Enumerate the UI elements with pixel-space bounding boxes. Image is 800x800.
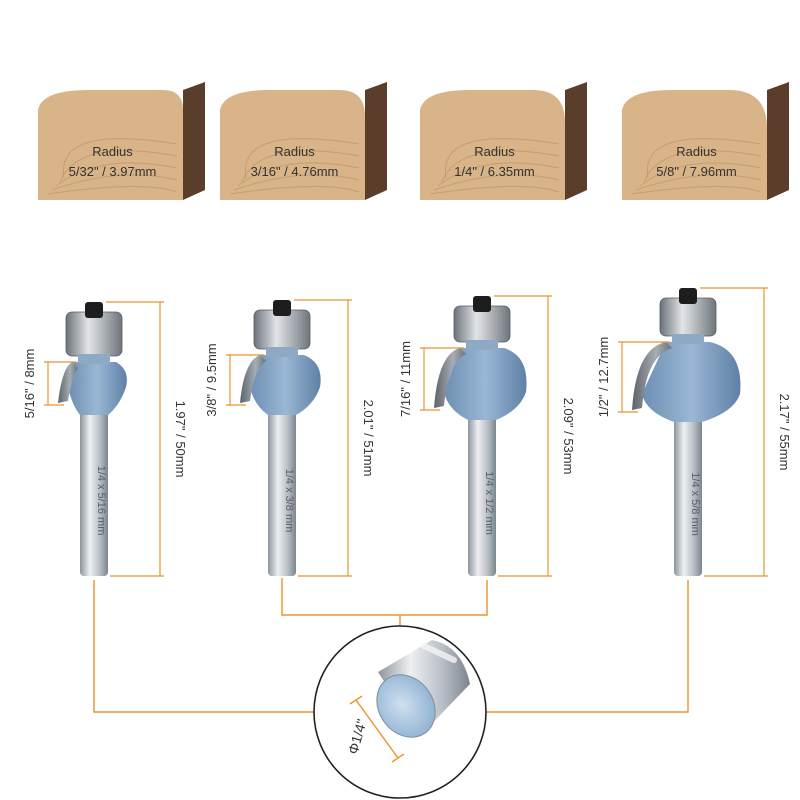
wood-grain-line bbox=[244, 138, 360, 179]
wood-sample-3: Radius 1/4" / 6.35mm bbox=[420, 82, 587, 200]
bit-cutter-body bbox=[444, 348, 527, 420]
wood-sample-side bbox=[183, 82, 205, 200]
wood-grain-line bbox=[643, 150, 762, 183]
wood-sample-side bbox=[365, 82, 387, 200]
bit-collar bbox=[466, 340, 498, 350]
wood-grain-line bbox=[55, 162, 178, 187]
router-bit-3: 1/4 x 1/2 mm 7/16" / 11mm 2.09" / 53mm bbox=[398, 295, 576, 577]
cut-height-label: 1/2" / 12.7mm bbox=[596, 337, 611, 417]
wood-grain-line bbox=[47, 186, 178, 195]
wood-grain-line bbox=[51, 174, 178, 191]
sample-radius-value: 3/16" / 4.76mm bbox=[251, 164, 339, 179]
bit-collar bbox=[78, 354, 110, 364]
connector-bits-2-3 bbox=[281, 578, 488, 616]
wood-grain-line bbox=[441, 150, 560, 183]
wood-grain-line bbox=[59, 150, 178, 183]
router-bit-4: 1/4 x 5/8 mm 1/2" / 12.7mm 2.17" / 55mm bbox=[596, 287, 792, 577]
sample-title: Radius bbox=[474, 144, 515, 159]
wood-sample-side bbox=[565, 82, 587, 200]
wood-sample-face bbox=[38, 90, 183, 200]
sample-radius-value: 5/8" / 7.96mm bbox=[656, 164, 736, 179]
bit-shank bbox=[468, 410, 496, 576]
bit-bearing bbox=[65, 311, 123, 357]
cut-height-label: 7/16" / 11mm bbox=[398, 341, 413, 417]
sample-title: Radius bbox=[274, 144, 315, 159]
connector-bit-1 bbox=[93, 580, 315, 713]
wood-grain-line bbox=[229, 186, 360, 195]
bit-cutter-body bbox=[250, 355, 321, 415]
shank-detail: Φ1/4" bbox=[313, 625, 487, 799]
wood-sample-side bbox=[767, 82, 789, 200]
diameter-tick-top bbox=[349, 695, 363, 705]
shank-marking: 1/4 x 1/2 mm bbox=[483, 471, 495, 535]
sample-title: Radius bbox=[92, 144, 133, 159]
diameter-tick-bottom bbox=[391, 753, 405, 763]
wood-grain-line bbox=[444, 138, 560, 179]
router-bit-1: 1/4 x 5/16 mm 5/16" / 8mm 1.97" / 50mm bbox=[22, 301, 188, 577]
bit-screw bbox=[85, 302, 103, 318]
connector-bit-4 bbox=[485, 580, 689, 713]
shank-marking: 1/4 x 5/16 mm bbox=[95, 466, 107, 536]
wood-sample-face bbox=[220, 90, 365, 200]
cut-height-label: 5/16" / 8mm bbox=[22, 349, 37, 419]
total-length-label: 2.17" / 55mm bbox=[777, 394, 792, 471]
router-bit-2: 1/4 x 3/8 mm 3/8" / 9.5mm 2.01" / 51mm bbox=[204, 299, 376, 577]
total-length-label: 2.09" / 53mm bbox=[561, 398, 576, 475]
wood-grain-line bbox=[429, 186, 560, 195]
cut-height-label: 3/8" / 9.5mm bbox=[204, 343, 219, 416]
sample-radius-value: 1/4" / 6.35mm bbox=[454, 164, 534, 179]
diameter-dimension-line bbox=[355, 699, 399, 759]
bit-carbide-tip bbox=[240, 355, 266, 403]
bit-screw bbox=[473, 296, 491, 312]
wood-sample-face bbox=[420, 90, 565, 200]
wood-sample-1: Radius 5/32" / 3.97mm bbox=[38, 82, 205, 200]
total-length-label: 1.97" / 50mm bbox=[173, 401, 188, 478]
bit-shank bbox=[268, 405, 296, 576]
bit-cutter-body bbox=[68, 362, 127, 415]
bit-cutter-body bbox=[642, 342, 741, 422]
wood-sample-4: Radius 5/8" / 7.96mm bbox=[622, 82, 789, 200]
wood-grain-line bbox=[646, 138, 762, 179]
bit-carbide-tip bbox=[434, 348, 466, 408]
wood-grain-line bbox=[241, 150, 360, 183]
bit-collar bbox=[672, 334, 704, 344]
wood-grain-line bbox=[233, 174, 360, 191]
shank-detail-cylinder bbox=[376, 640, 470, 738]
wood-sample-face bbox=[622, 90, 767, 200]
shank-end-face bbox=[376, 674, 436, 738]
sample-title: Radius bbox=[676, 144, 717, 159]
wood-samples: Radius 5/32" / 3.97mm Radius 3/16" / 4.76mm… bbox=[38, 82, 789, 200]
total-length-label: 2.01" / 51mm bbox=[361, 400, 376, 477]
wood-grain-line bbox=[237, 162, 360, 187]
shank-marking: 1/4 x 5/8 mm bbox=[689, 472, 701, 536]
wood-grain-line bbox=[437, 162, 560, 187]
bit-shank bbox=[80, 405, 108, 576]
wood-grain-line bbox=[62, 138, 178, 179]
bit-shank bbox=[674, 412, 702, 576]
wood-sample-2: Radius 3/16" / 4.76mm bbox=[220, 82, 387, 200]
bit-screw bbox=[679, 288, 697, 304]
wood-grain-line bbox=[639, 162, 762, 187]
bit-collar bbox=[266, 347, 298, 357]
bit-carbide-tip bbox=[632, 342, 672, 410]
wood-grain-line bbox=[631, 186, 762, 195]
bit-screw bbox=[273, 300, 291, 316]
bit-carbide-tip bbox=[58, 362, 78, 403]
shank-marking: 1/4 x 3/8 mm bbox=[283, 469, 295, 533]
wood-grain-line bbox=[635, 174, 762, 191]
wood-grain-line bbox=[433, 174, 560, 191]
sample-radius-value: 5/32" / 3.97mm bbox=[69, 164, 157, 179]
